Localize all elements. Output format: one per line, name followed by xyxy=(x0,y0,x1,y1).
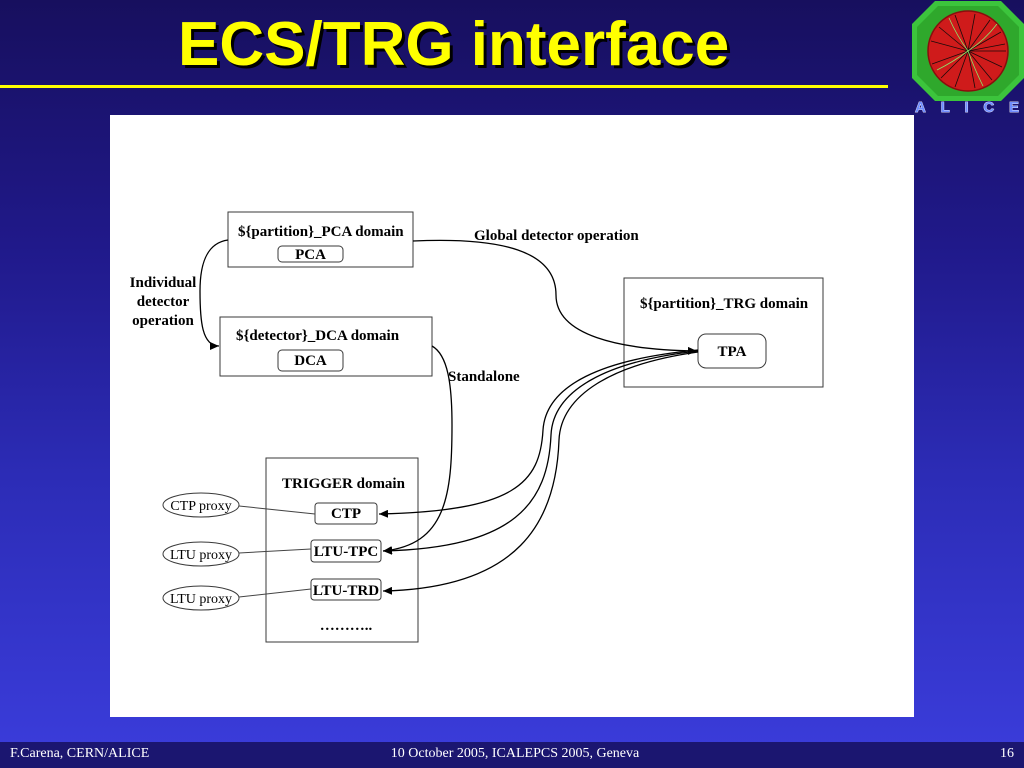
individual-operation-label-line: Individual xyxy=(130,275,197,291)
ltu-trd-node-label: LTU-TRD xyxy=(313,583,379,599)
ltu-tpc-node xyxy=(310,539,382,563)
ltu-tpc-proxy-ellipse xyxy=(162,541,240,567)
tpa-node-label: TPA xyxy=(718,344,747,360)
more-nodes-ellipsis: ……….. xyxy=(320,618,373,634)
trg-domain-title: ${partition}_TRG domain xyxy=(640,296,809,312)
trg-domain-box xyxy=(623,277,824,388)
ctp-proxy-ellipse xyxy=(162,492,240,518)
standalone-label: Standalone xyxy=(448,369,520,385)
ctp-proxy-link xyxy=(238,505,316,515)
logo-particle-tracks-green xyxy=(936,17,998,87)
title-underline xyxy=(0,85,888,88)
trigger-domain-title: TRIGGER domain xyxy=(282,476,406,492)
footer-band xyxy=(0,742,1024,768)
ltu-tpc-proxy-link xyxy=(238,548,312,554)
ltu-trd-proxy-link xyxy=(238,588,312,598)
pca-node-label: PCA xyxy=(295,247,326,263)
individual-operation-label-line: detector xyxy=(137,294,190,310)
ltu-tpc-node-label: LTU-TPC xyxy=(314,544,378,560)
standalone-arrow xyxy=(382,345,453,555)
individual-operation-arrow xyxy=(199,239,229,350)
global-operation-label: Global detector operation xyxy=(474,228,639,244)
trg-domain: ${partition}_TRG domain TPA xyxy=(623,277,824,388)
tpa-to-ctp-arrow xyxy=(378,349,699,518)
dca-node xyxy=(277,349,344,372)
proxies: CTP proxy LTU proxy LTU proxy xyxy=(162,492,316,611)
tpa-to-ltu-tpc-arrow xyxy=(382,350,699,555)
logo-wordmark: ALICE xyxy=(915,99,1019,116)
footer-event: 10 October 2005, ICALEPCS 2005, Geneva xyxy=(390,746,640,761)
footer-author: F.Carena, CERN/ALICE xyxy=(10,746,150,761)
ctp-proxy-label: CTP proxy xyxy=(170,499,231,514)
logo-particle-tracks xyxy=(930,13,1006,89)
ecs-trg-diagram: ${partition}_PCA domain PCA ${detector}_… xyxy=(130,211,824,643)
individual-operation-label: Individual detector operation xyxy=(130,275,197,329)
diagram-panel: ${partition}_PCA domain PCA ${detector}_… xyxy=(110,115,914,717)
global-operation-arrow xyxy=(412,239,698,355)
dca-domain-title: ${detector}_DCA domain xyxy=(236,328,400,344)
ltu-trd-proxy-label: LTU proxy xyxy=(170,592,232,607)
pca-domain: ${partition}_PCA domain PCA xyxy=(227,211,414,268)
ltu-tpc-proxy-label: LTU proxy xyxy=(170,548,232,563)
ltu-trd-proxy-ellipse xyxy=(162,585,240,611)
trigger-domain: TRIGGER domain CTP LTU-TPC LTU-TRD ……….. xyxy=(265,457,419,643)
ctp-node-label: CTP xyxy=(331,506,361,522)
pca-domain-box xyxy=(227,211,414,268)
page-title: ECS/TRG interface xyxy=(178,10,730,79)
trigger-domain-box xyxy=(265,457,419,643)
pca-node xyxy=(277,245,344,263)
pca-domain-title: ${partition}_PCA domain xyxy=(238,224,404,240)
tpa-to-ltu-trd-arrow xyxy=(382,351,699,595)
footer-page-number: 16 xyxy=(1000,746,1014,761)
alice-logo-icon: ALICE xyxy=(912,1,1024,116)
dca-domain: ${detector}_DCA domain DCA xyxy=(219,316,433,377)
individual-operation-label-line: operation xyxy=(132,313,194,329)
dca-node-label: DCA xyxy=(294,353,327,369)
